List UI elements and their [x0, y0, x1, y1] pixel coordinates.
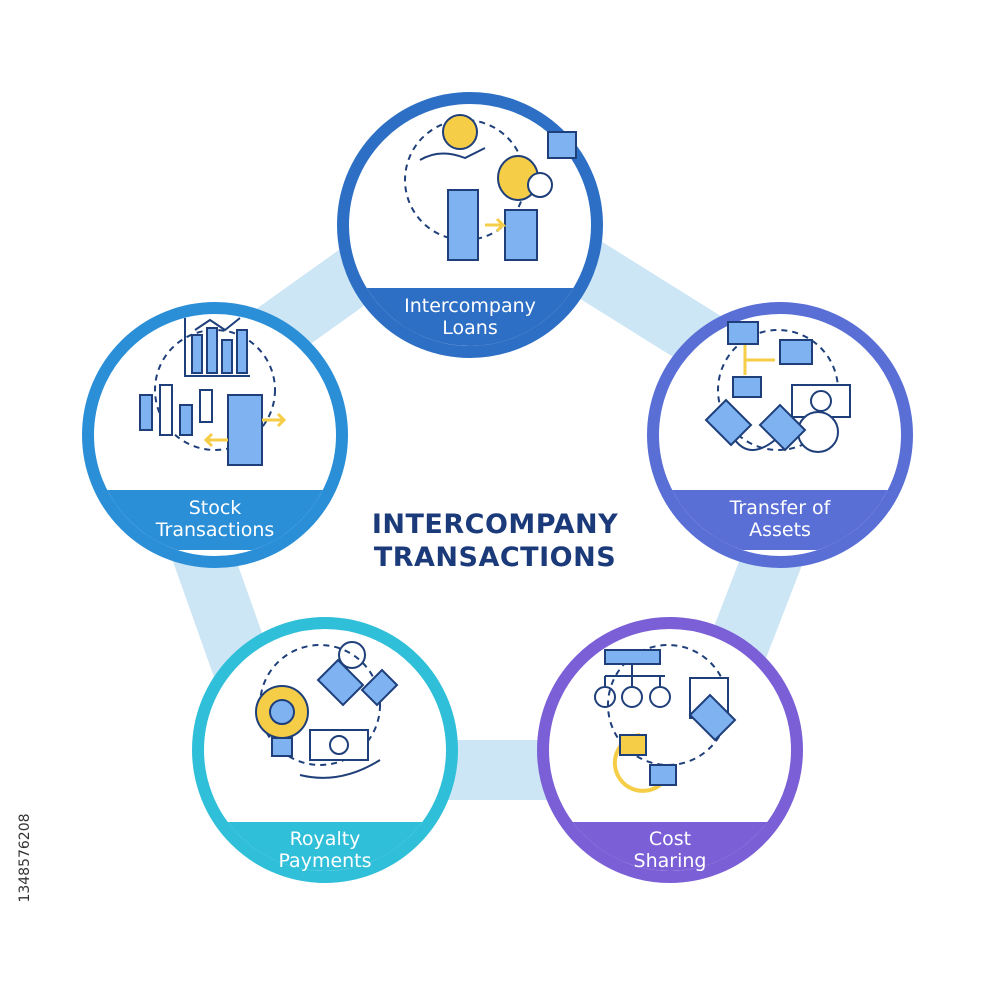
label-line: Stock	[188, 497, 242, 519]
node-transfer-of-assets	[647, 302, 913, 568]
label-line: Assets	[749, 519, 811, 541]
title-line: INTERCOMPANY	[371, 509, 619, 540]
label-line: Loans	[442, 317, 498, 339]
label-intercompany-loans: Intercompany Loans	[370, 295, 570, 339]
label-line: Royalty	[289, 828, 361, 850]
label-line: Sharing	[633, 850, 707, 872]
label-cost-sharing: Cost Sharing	[570, 828, 770, 872]
assets-icon	[704, 321, 851, 453]
label-line: Payments	[278, 850, 372, 872]
loan-icon	[404, 114, 577, 261]
label-line: Transactions	[155, 519, 275, 541]
node-cost-sharing	[537, 617, 803, 883]
label-line: Intercompany	[404, 295, 536, 317]
stock-id-watermark: 1348576208	[0, 740, 40, 990]
stock-icon	[139, 317, 287, 466]
node-stock-transactions	[82, 302, 348, 568]
title-line: TRANSACTIONS	[373, 542, 617, 573]
label-transfer-of-assets: Transfer of Assets	[680, 497, 880, 541]
label-stock-transactions: Stock Transactions	[115, 497, 315, 541]
label-royalty-payments: Royalty Payments	[225, 828, 425, 872]
label-line: Cost	[648, 828, 692, 850]
node-intercompany-loans	[337, 92, 603, 358]
diagram-title: INTERCOMPANY TRANSACTIONS	[345, 508, 645, 574]
royalty-icon	[255, 641, 399, 779]
cost-sharing-icon	[594, 644, 737, 793]
stock-id-text: 1348576208	[17, 813, 33, 903]
label-line: Transfer of	[729, 497, 831, 519]
